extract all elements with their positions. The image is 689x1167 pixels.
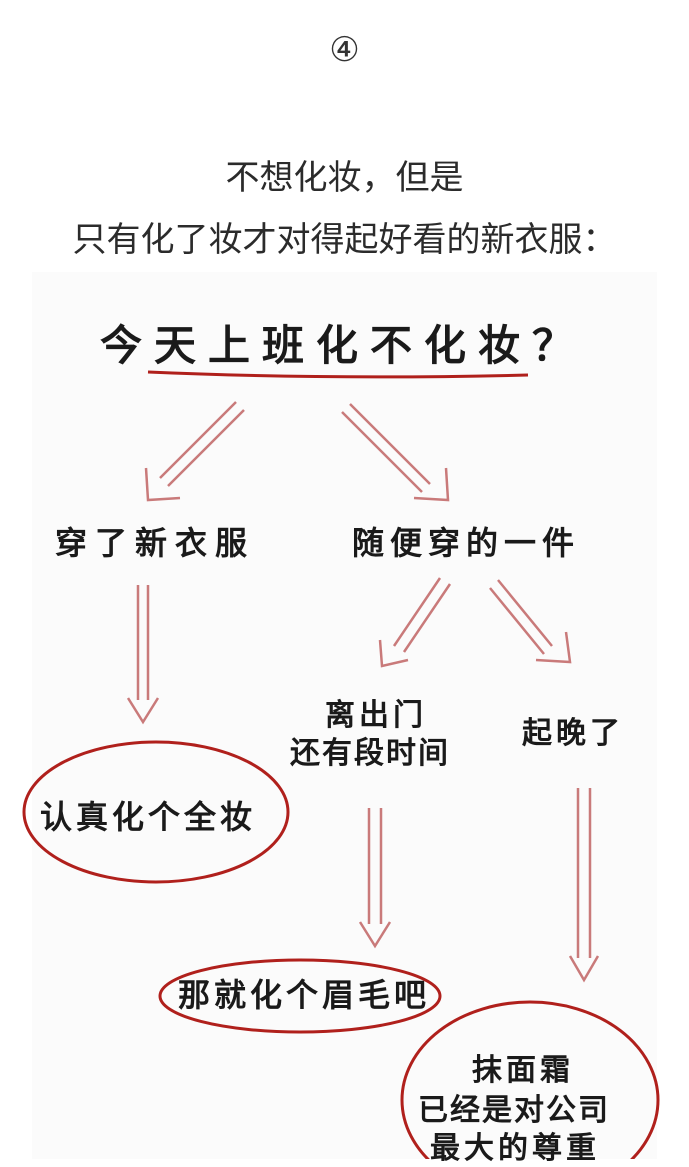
result-cream-line-1: 抹面霜 — [472, 1053, 574, 1088]
circle-eyebrows — [158, 958, 442, 1034]
arrow-title-to-left — [144, 401, 245, 502]
outcome-time-line-2: 还有段时间 — [290, 736, 450, 771]
step-number: ④ — [329, 30, 360, 70]
arrow-left-down — [126, 585, 160, 725]
result-cream-line-3: 最大的尊重 — [430, 1131, 600, 1166]
outcome-woke-late: 起晚了 — [522, 716, 624, 751]
branch-casual-clothes: 随便穿的一件 — [352, 524, 581, 562]
arrow-right-to-late — [489, 579, 572, 664]
outcome-time-line-1: 离出门 — [325, 698, 427, 733]
flowchart-title: 今天上班化不化妆？ — [100, 321, 587, 370]
intro-line-2: 只有化了妆才对得起好看的新衣服： — [72, 220, 617, 260]
result-eyebrows: 那就化个眉毛吧 — [178, 976, 431, 1014]
arrow-time-down — [358, 808, 392, 949]
outcome-full-makeup: 认真化个全妆 — [40, 798, 257, 836]
result-cream-line-2: 已经是对公司 — [418, 1093, 610, 1128]
title-underline — [147, 370, 529, 379]
arrow-late-down — [568, 788, 600, 983]
intro-line-1: 不想化妆，但是 — [225, 158, 464, 198]
circle-full-makeup — [22, 740, 290, 884]
circle-face-cream — [400, 1000, 660, 1159]
arrow-title-to-right — [341, 403, 450, 502]
flowchart-card — [32, 272, 657, 1159]
arrow-right-to-time — [378, 577, 452, 668]
branch-new-clothes: 穿了新衣服 — [55, 524, 256, 562]
